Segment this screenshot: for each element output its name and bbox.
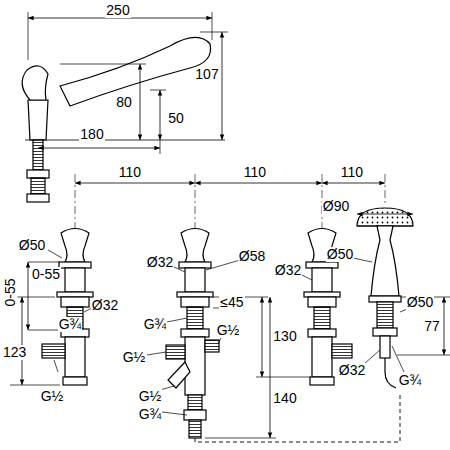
dimension-label: G½ xyxy=(216,323,241,338)
dimension-label: 110 xyxy=(118,165,142,180)
dimension-label: 180 xyxy=(79,127,104,142)
dimension-label: Ø32 xyxy=(146,255,174,270)
dimension-label: 0-55 xyxy=(3,277,18,307)
dimension-label: G¾ xyxy=(398,373,423,388)
dimension-label: 50 xyxy=(167,111,185,126)
dimension-label: 123 xyxy=(2,345,27,360)
dimension-label: Ø50 xyxy=(18,238,46,253)
dimension-label: Ø58 xyxy=(238,249,266,264)
dimension-label: 110 xyxy=(340,165,364,180)
dimension-label: G¾ xyxy=(143,317,168,332)
dimension-label: G½ xyxy=(122,350,147,365)
dimension-label: 110 xyxy=(243,165,267,180)
dimension-label: Ø50 xyxy=(406,295,434,310)
dimension-label: 250 xyxy=(105,3,130,18)
dimension-label: 80 xyxy=(115,95,133,110)
dimension-label: 77 xyxy=(423,319,441,334)
dimension-label: 107 xyxy=(194,67,219,82)
dimension-label: Ø32 xyxy=(274,263,302,278)
dimension-label: G¾ xyxy=(58,317,83,332)
dimension-label: Ø90 xyxy=(322,199,350,214)
dimension-label: G¾ xyxy=(138,407,163,422)
dimension-label: ≤45 xyxy=(219,295,244,310)
dimension-label: Ø32 xyxy=(338,363,366,378)
dimension-label: 140 xyxy=(272,391,297,406)
dimension-label: Ø50 xyxy=(326,247,354,262)
dimension-label: 130 xyxy=(272,329,297,344)
dimension-label: G½ xyxy=(40,389,65,404)
dimension-label: G½ xyxy=(138,389,163,404)
dimension-label: 0-55 xyxy=(31,267,61,282)
dimension-label: Ø32 xyxy=(91,298,119,313)
